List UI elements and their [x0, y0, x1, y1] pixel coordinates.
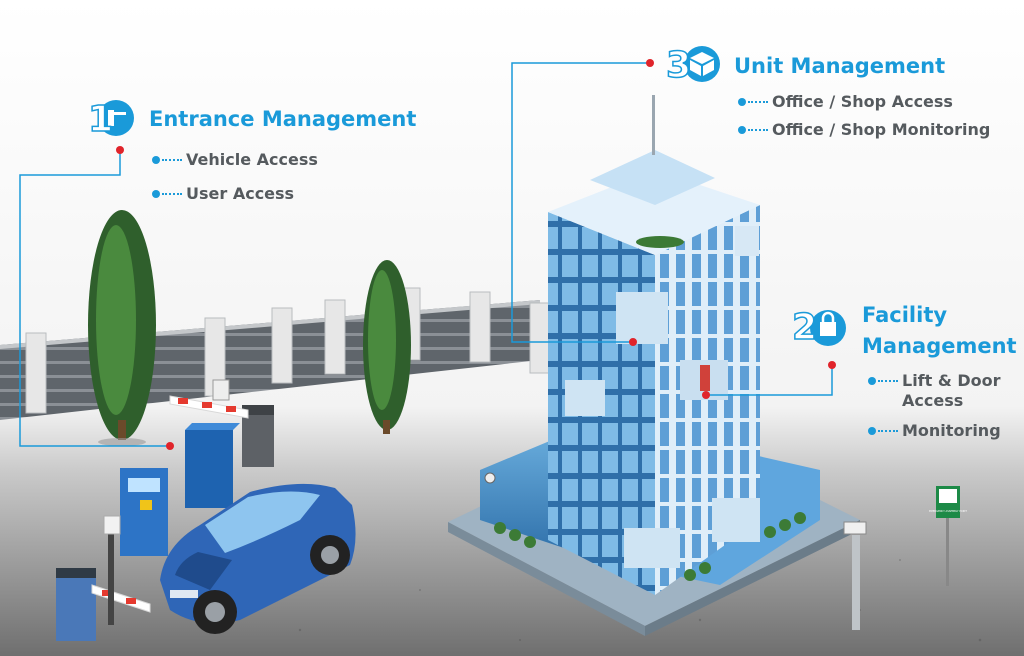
emergency-sign-label: EMERGENCY ASSEMBLY POINT — [929, 509, 967, 513]
ticket-kiosk — [120, 423, 240, 556]
gate-barrier-icon — [98, 100, 134, 136]
entrance-number: 1 — [87, 98, 114, 141]
rear-barrier-gate — [169, 379, 274, 467]
facility-title-line2: Management — [862, 334, 1017, 358]
emergency-sign: EMERGENCY ASSEMBLY POINT — [929, 486, 967, 586]
unit-title: Unit Management — [734, 54, 946, 78]
list-item: Monitoring — [868, 421, 1001, 441]
unit-number: 3 — [665, 44, 692, 87]
facility-title-line1: Facility — [862, 303, 948, 327]
connector-lines — [19, 62, 833, 447]
blue-suv — [160, 483, 356, 634]
front-barrier-gate — [56, 515, 151, 641]
list-item: User Access — [152, 184, 318, 204]
list-item: Office / Shop Access — [738, 92, 990, 112]
list-item: Lift & Door Access — [868, 371, 1001, 411]
tree-left — [88, 210, 156, 446]
street-camera-pole — [843, 521, 867, 630]
connector-pins — [116, 59, 836, 450]
list-item: Vehicle Access — [152, 150, 318, 170]
entrance-title: Entrance Management — [149, 107, 417, 131]
tree-middle — [363, 260, 411, 434]
unit-box-icon — [684, 46, 720, 82]
list-item: Office / Shop Monitoring — [738, 120, 990, 140]
building-lock-icon — [810, 310, 846, 346]
office-tower — [448, 95, 860, 636]
facility-number: 2 — [791, 306, 818, 349]
